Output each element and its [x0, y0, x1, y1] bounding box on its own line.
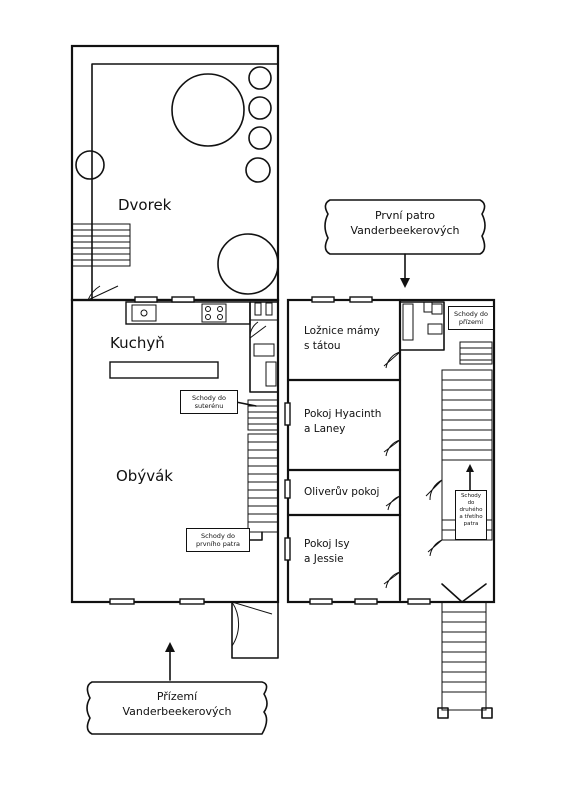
hyacinth-room-line2: a Laney: [304, 423, 346, 435]
isa-room-line1: Pokoj Isy: [304, 538, 350, 550]
window: [309, 598, 333, 605]
first-callout-line1: První patro: [374, 209, 436, 222]
ground-callout-line1: Přízemí: [156, 690, 198, 703]
basement-stairs-note: Schody do suterénu: [180, 390, 238, 414]
first-floor-callout-frame: [324, 199, 486, 255]
ground-floor-callout: Přízemí Vanderbeekerových: [92, 689, 262, 719]
door-swing: [383, 351, 401, 369]
kitchen-stove: [201, 303, 227, 323]
ground-callout-frame: [86, 681, 268, 735]
first-floor-stairs-note-text: Schody do prvního patra: [195, 532, 241, 548]
bathroom-sink: [427, 323, 443, 335]
oliver-room-label: Oliverův pokoj: [304, 485, 379, 500]
stoop-post: [437, 707, 449, 719]
door-swing: [427, 539, 443, 557]
arrow-head: [466, 464, 474, 472]
yard-steps: [71, 223, 131, 267]
stairs-to-ground-note: Schody do přízemí: [448, 306, 494, 330]
basement-stairs-note-text: Schody do suterénu: [192, 394, 226, 410]
window: [284, 402, 291, 426]
isa-room-line2: a Jessie: [304, 553, 344, 565]
kitchen-label: Kuchyň: [110, 334, 165, 352]
kitchen-island: [109, 361, 219, 379]
tree-large: [171, 73, 245, 147]
tree-small: [248, 126, 272, 150]
bathroom: [249, 301, 279, 393]
stairs-down-to-ground: [459, 341, 493, 365]
window: [171, 296, 195, 303]
toilet: [423, 301, 433, 313]
ground-floor-plan: [70, 44, 280, 735]
yard-label: Dvorek: [118, 196, 172, 214]
window: [349, 296, 373, 303]
front-stoop-stairs: [441, 601, 487, 711]
yard-inner-fence: [91, 63, 279, 301]
door-swing: [385, 495, 401, 511]
toilet: [265, 302, 273, 316]
arrow-head: [400, 278, 410, 288]
window: [284, 537, 291, 561]
door-swing: [425, 479, 443, 501]
front-vestibule: [231, 601, 279, 659]
window: [407, 598, 431, 605]
ground-callout-line2: Vanderbeekerových: [122, 705, 232, 718]
kitchen-sink-drain: [140, 309, 148, 317]
tree-small: [75, 150, 105, 180]
stoop-post: [481, 707, 493, 719]
bathtub: [265, 361, 277, 387]
front-door-swing: [231, 601, 273, 647]
window: [134, 296, 158, 303]
window: [354, 598, 378, 605]
oliver-room-text: Oliverův pokoj: [304, 486, 380, 498]
stairs-up-note-text: Schody do druhého a třetího patra: [459, 493, 483, 527]
kitchen-sink: [131, 304, 157, 322]
first-floor-bathroom: [399, 301, 445, 351]
door-swing: [383, 571, 401, 589]
first-floor-outline: [286, 298, 496, 604]
tree-large: [217, 233, 279, 295]
bathroom-sink: [253, 343, 275, 357]
toilet: [254, 302, 262, 316]
hyacinth-room-label: Pokoj Hyacinth a Laney: [304, 407, 381, 437]
parents-room-line1: Ložnice mámy: [304, 325, 380, 337]
first-callout-line2: Vanderbeekerových: [350, 224, 460, 237]
stairs-up-note: Schody do druhého a třetího patra: [455, 490, 487, 540]
window: [284, 479, 291, 499]
door-swing: [383, 439, 401, 457]
arrow-head: [165, 642, 175, 652]
ground-house-outline: [70, 298, 280, 604]
window: [179, 598, 205, 605]
bathtub: [402, 303, 414, 341]
isa-jessie-room-label: Pokoj Isy a Jessie: [304, 537, 350, 567]
hyacinth-room-line1: Pokoj Hyacinth: [304, 408, 382, 420]
stairs-to-ground-note-text: Schody do přízemí: [454, 310, 488, 326]
first-floor-stairs-note: Schody do prvního patra: [186, 528, 250, 552]
parents-bedroom-label: Ložnice mámy s tátou: [304, 324, 380, 354]
tree-small: [248, 66, 272, 90]
window: [311, 296, 335, 303]
first-floor-callout: První patro Vanderbeekerových: [330, 208, 480, 238]
window: [109, 598, 135, 605]
living-room-label: Obývák: [116, 467, 173, 485]
tree-small: [245, 157, 271, 183]
bathroom-sink: [431, 303, 443, 315]
parents-room-line2: s tátou: [304, 340, 341, 352]
bathroom-door-swing: [249, 321, 267, 339]
first-floor-plan: [284, 199, 496, 719]
stairs-to-first-floor: [247, 433, 279, 533]
tree-small: [248, 96, 272, 120]
